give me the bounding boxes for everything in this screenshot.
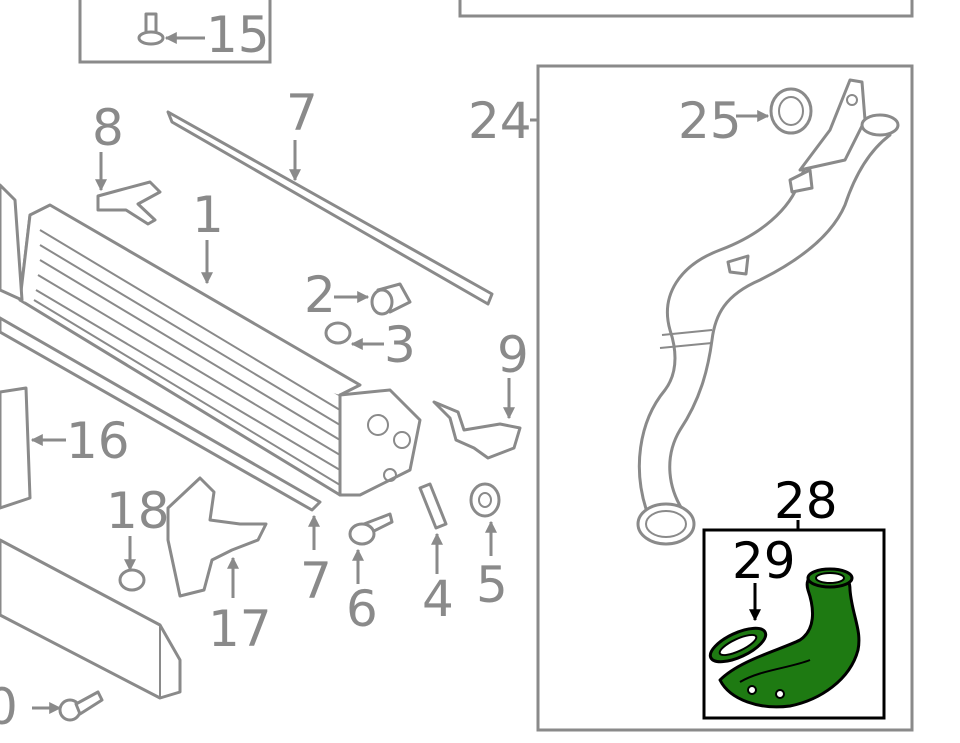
grommet-2: 2 xyxy=(304,266,412,324)
clip-18: 18 xyxy=(106,482,170,592)
nut-5: 5 xyxy=(469,482,508,614)
panel-24: 24 25 xyxy=(468,64,914,732)
bracket-8: 8 xyxy=(92,99,162,226)
highlight-box-28: 28 29 xyxy=(702,472,886,720)
callout-box-top-right xyxy=(458,0,914,18)
callout-7-top: 7 xyxy=(286,84,318,142)
intercooler-1: 1 xyxy=(0,183,422,497)
callout-18: 18 xyxy=(106,482,170,540)
callout-9: 9 xyxy=(497,326,529,384)
shield-16: 16 xyxy=(0,386,130,510)
seal-strip-7-bottom: 7 xyxy=(0,316,332,610)
callout-8: 8 xyxy=(92,99,124,157)
seal-strip-7-top: 7 xyxy=(166,84,494,306)
callout-24: 24 xyxy=(468,92,532,150)
bolt-15-icon xyxy=(137,12,165,46)
bolt-6: 6 xyxy=(346,512,394,638)
callout-4: 4 xyxy=(422,570,454,628)
intake-hose-28-icon xyxy=(718,567,861,709)
stud-4: 4 xyxy=(418,482,454,628)
callout-16: 16 xyxy=(66,412,130,470)
callout-25: 25 xyxy=(678,92,742,150)
callout-7-bottom: 7 xyxy=(300,552,332,610)
callout-17: 17 xyxy=(208,600,272,658)
charge-air-tube xyxy=(636,78,900,546)
callout-10: 0 xyxy=(0,678,18,736)
bracket-9: 9 xyxy=(432,326,529,460)
callout-2: 2 xyxy=(304,266,336,324)
deflector-17: 17 xyxy=(166,476,272,658)
bolt-10: 0 xyxy=(0,678,104,736)
pin-3: 3 xyxy=(324,316,416,374)
callout-box-15: 15 xyxy=(78,0,272,64)
callout-1: 1 xyxy=(192,186,224,244)
seal-29-icon xyxy=(708,626,768,664)
callout-6: 6 xyxy=(346,580,378,638)
callout-5: 5 xyxy=(476,556,508,614)
callout-29: 29 xyxy=(732,532,796,590)
callout-15: 15 xyxy=(206,6,270,64)
lower-panel xyxy=(0,538,182,700)
callout-3: 3 xyxy=(384,316,416,374)
seal-25-icon xyxy=(769,87,813,135)
callout-28: 28 xyxy=(774,472,838,530)
